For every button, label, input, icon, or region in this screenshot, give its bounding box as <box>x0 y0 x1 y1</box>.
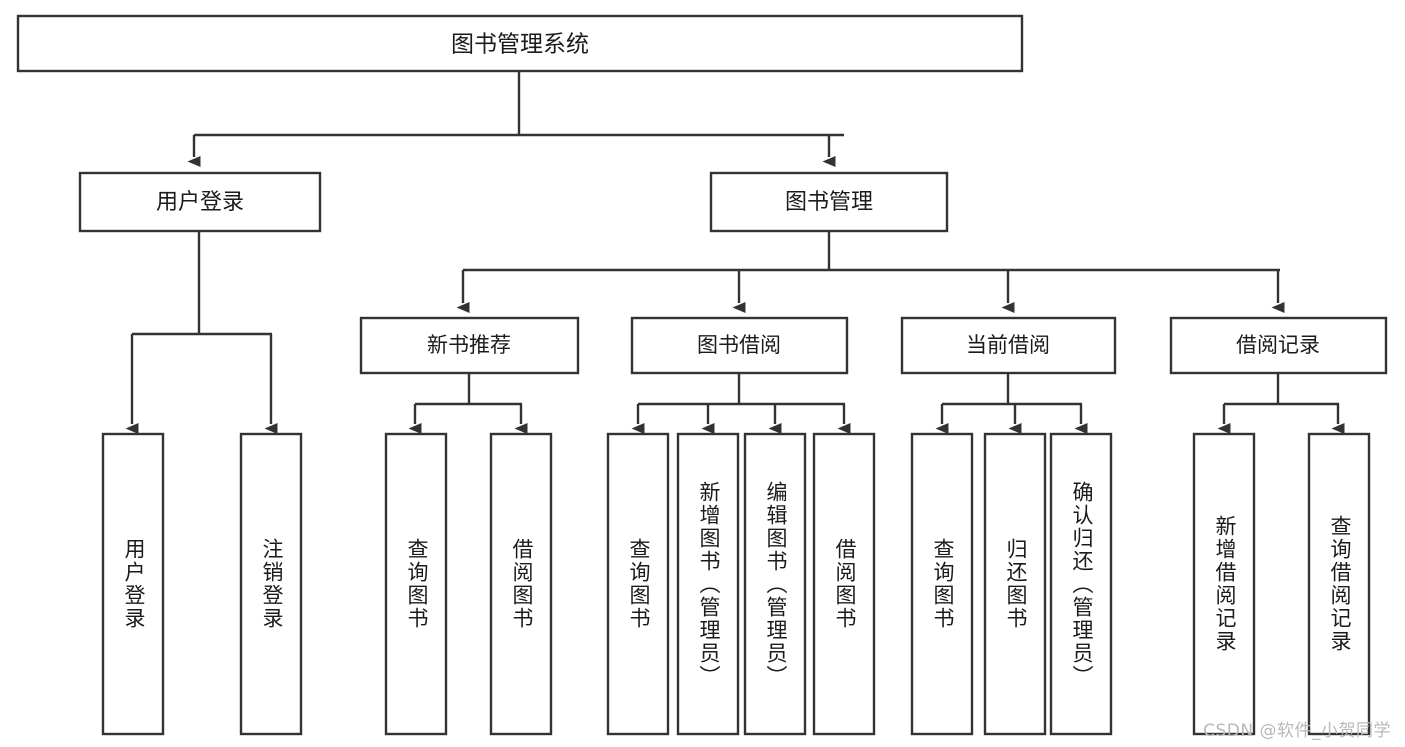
leaf-query-book-1[interactable] <box>384 432 448 736</box>
leaf-borrow-book-2[interactable] <box>812 432 876 736</box>
watermark-text: CSDN @软件_小贺同学 <box>1203 721 1391 741</box>
node-current-borrow[interactable]: 当前借阅 <box>900 316 1117 375</box>
node-book-borrow-label: 图书借阅 <box>697 333 781 357</box>
leaf-add-book-admin[interactable] <box>676 432 740 736</box>
leaf-return-book[interactable] <box>983 432 1047 736</box>
leaf-borrow-book-1[interactable] <box>489 432 553 736</box>
connector-userlogin-to-leaves <box>125 231 278 434</box>
connector-newbook-to-leaves <box>408 373 528 434</box>
leaf-confirm-return-admin[interactable] <box>1049 432 1113 736</box>
connector-bookmgmt-to-level3 <box>456 231 1285 313</box>
node-current-borrow-label: 当前借阅 <box>966 333 1050 357</box>
connector-bookborrow-to-leaves <box>631 373 851 434</box>
node-user-login[interactable]: 用户登录 <box>78 171 322 233</box>
node-root[interactable]: 图书管理系统 <box>16 14 1024 73</box>
connector-borrowrecord-to-leaves <box>1217 373 1345 434</box>
node-borrow-record[interactable]: 借阅记录 <box>1169 316 1388 375</box>
connector-root-to-level2 <box>187 71 844 167</box>
leaf-edit-book-admin[interactable] <box>743 432 807 736</box>
node-book-borrow[interactable]: 图书借阅 <box>630 316 849 375</box>
node-book-management[interactable]: 图书管理 <box>709 171 949 233</box>
node-root-label: 图书管理系统 <box>451 32 589 58</box>
node-new-book-recommend-label: 新书推荐 <box>427 333 511 357</box>
connector-currentborrow-to-leaves <box>935 373 1088 434</box>
leaf-query-book-3[interactable] <box>910 432 974 736</box>
node-borrow-record-label: 借阅记录 <box>1236 333 1320 357</box>
leaf-query-book-2[interactable] <box>606 432 670 736</box>
node-user-login-label: 用户登录 <box>156 190 244 215</box>
leaf-logout-login[interactable] <box>239 432 303 736</box>
node-new-book-recommend[interactable]: 新书推荐 <box>359 316 580 375</box>
leaf-user-login[interactable] <box>101 432 165 736</box>
leaf-query-borrow-record[interactable] <box>1307 432 1371 736</box>
node-book-management-label: 图书管理 <box>785 190 873 215</box>
leaf-add-borrow-record[interactable] <box>1192 432 1256 736</box>
